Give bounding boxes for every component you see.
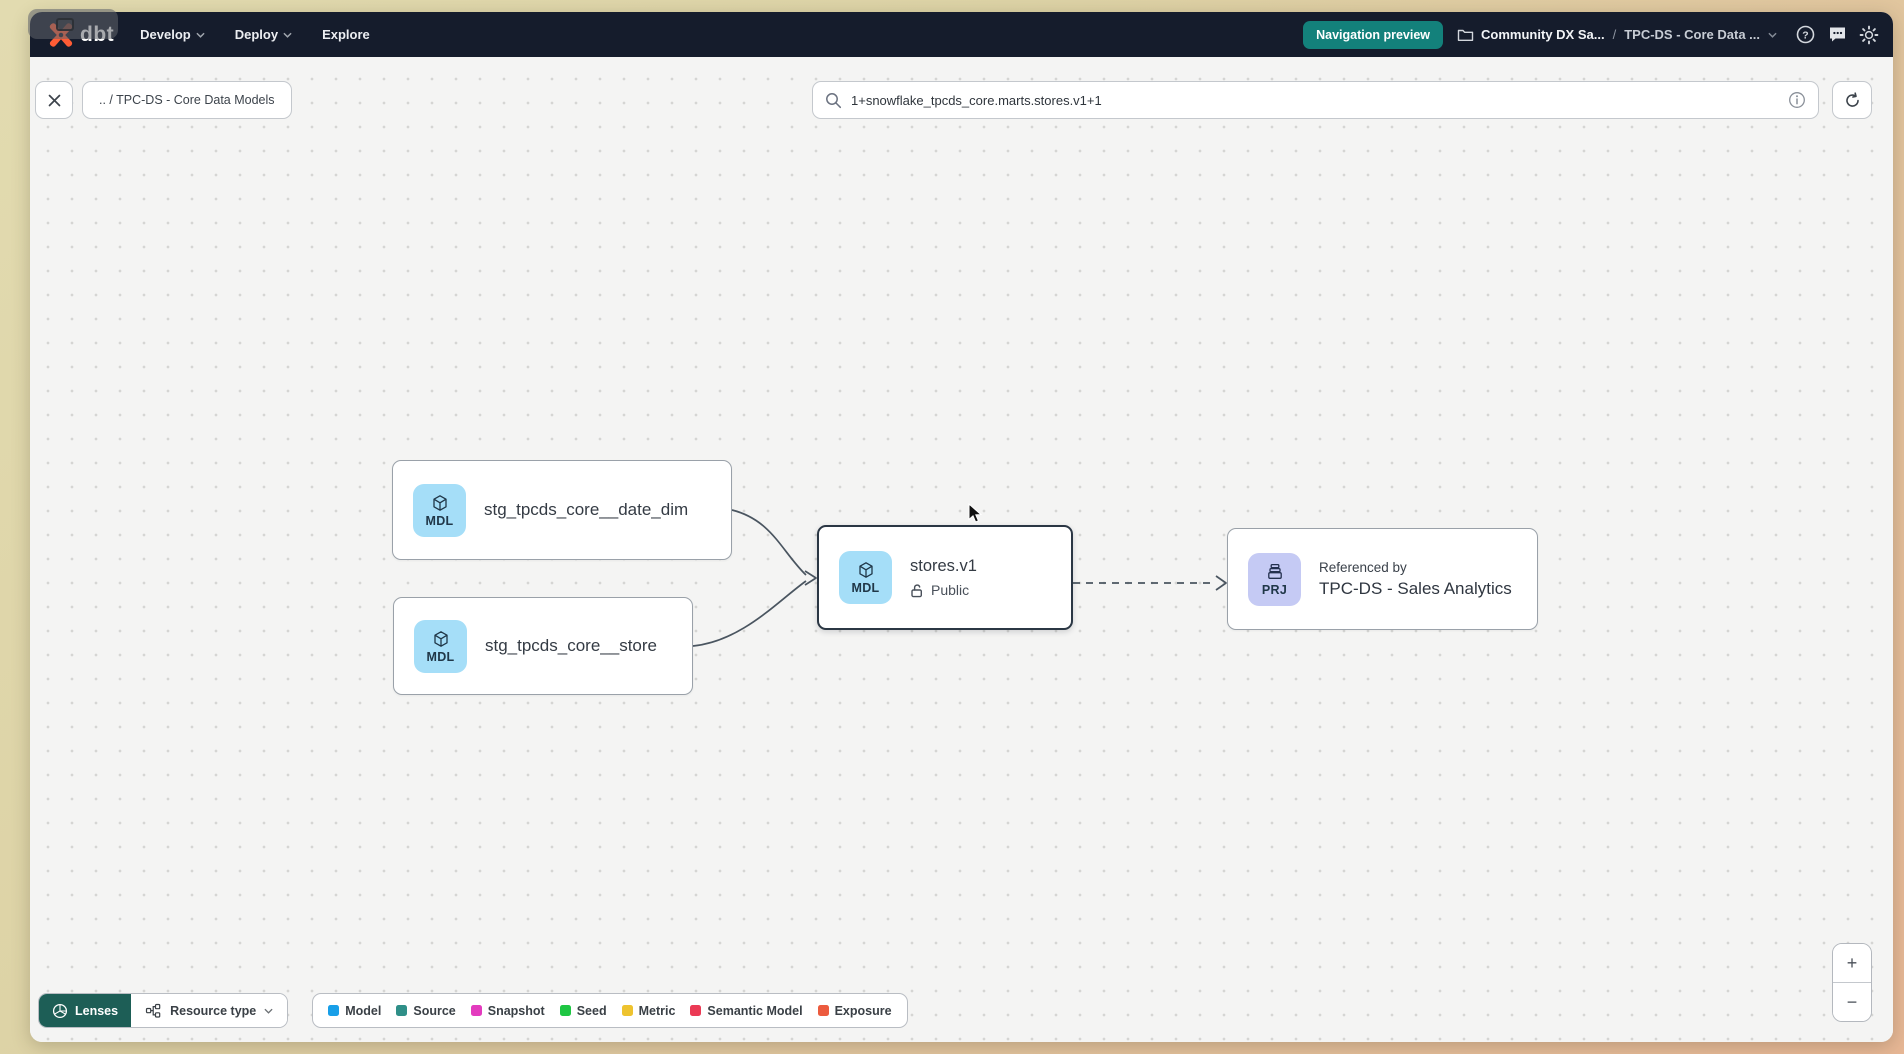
svg-text:?: ? — [1802, 29, 1808, 41]
project-badge: PRJ — [1248, 552, 1301, 606]
app-window: dbt Develop Deploy Explore Navigation pr… — [30, 12, 1893, 1042]
legend-item-source: Source — [396, 1004, 456, 1018]
resource-type-dropdown[interactable]: Resource type — [131, 994, 288, 1027]
legend-item-exposure: Exposure — [817, 1004, 892, 1018]
chevron-down-icon — [283, 32, 292, 38]
badge-label: MDL — [425, 513, 454, 528]
resource-graph-icon — [145, 1003, 161, 1018]
project-stack-icon — [1267, 563, 1282, 579]
navbar-right: Navigation preview Community DX Sa... / … — [1303, 20, 1879, 49]
zoom-out-button[interactable]: − — [1833, 983, 1871, 1021]
node-text: stores.v1 Public — [910, 557, 977, 598]
badge-label: MDL — [851, 581, 880, 595]
settings-gear-icon[interactable] — [1859, 25, 1879, 45]
referenced-by-label: Referenced by — [1319, 559, 1407, 575]
node-label: stg_tpcds_core__date_dim — [484, 500, 689, 519]
refresh-icon — [1845, 91, 1859, 107]
screen-icon — [56, 17, 74, 31]
legend-swatch — [328, 1005, 340, 1016]
menu-deploy[interactable]: Deploy — [235, 27, 292, 42]
chevron-down-icon — [264, 1008, 273, 1014]
node-label: TPC-DS - Sales Analytics — [1319, 578, 1512, 598]
canvas-controls: Lenses Resource type Model — [38, 993, 908, 1028]
screen-share-overlay — [28, 9, 118, 39]
model-badge: MDL — [839, 551, 892, 604]
model-badge: MDL — [414, 619, 467, 673]
main-menu: Develop Deploy Explore — [140, 27, 370, 42]
breadcrumb-project[interactable]: Community DX Sa... — [1457, 27, 1605, 42]
menu-explore[interactable]: Explore — [322, 27, 370, 42]
breadcrumb-section[interactable]: TPC-DS - Core Data ... — [1624, 27, 1760, 42]
breadcrumb-separator: / — [1612, 27, 1617, 42]
chevron-down-icon — [196, 32, 205, 38]
graph-toolbar: .. / TPC-DS - Core Data Models — [30, 81, 1893, 119]
badge-label: MDL — [426, 649, 455, 664]
lens-aperture-icon — [52, 1003, 68, 1018]
legend-swatch — [470, 1005, 482, 1016]
node-referenced-by-sales-analytics[interactable]: PRJ Referenced by TPC-DS - Sales Analyti… — [1227, 528, 1538, 630]
node-access: Public — [910, 582, 977, 598]
cube-icon — [858, 562, 873, 578]
info-icon[interactable] — [1788, 91, 1806, 109]
lineage-breadcrumb-chip[interactable]: .. / TPC-DS - Core Data Models — [82, 81, 292, 119]
legend-item-snapshot: Snapshot — [470, 1004, 545, 1018]
lenses-button[interactable]: Lenses — [39, 994, 132, 1027]
node-label: stores.v1 — [910, 557, 977, 575]
legend-item-semantic-model: Semantic Model — [690, 1004, 803, 1018]
close-icon — [48, 94, 60, 106]
node-label: stg_tpcds_core__store — [485, 636, 657, 655]
legend-item-metric: Metric — [621, 1004, 675, 1018]
lock-open-icon — [911, 583, 923, 597]
zoom-in-button[interactable]: + — [1833, 944, 1871, 983]
model-badge: MDL — [413, 483, 466, 537]
node-stores-v1[interactable]: MDL stores.v1 Public — [817, 525, 1073, 630]
folder-icon — [1457, 29, 1474, 41]
navigation-preview-badge[interactable]: Navigation preview — [1303, 20, 1444, 49]
top-navbar: dbt Develop Deploy Explore Navigation pr… — [30, 12, 1893, 57]
lineage-selector-input[interactable] — [851, 92, 1779, 108]
zoom-controls: + − — [1832, 943, 1872, 1022]
navbar-icons: ? — [1795, 25, 1879, 45]
lineage-search-bar — [812, 81, 1819, 119]
node-stg-tpcds-core-date-dim[interactable]: MDL stg_tpcds_core__date_dim — [392, 460, 732, 560]
node-stg-tpcds-core-store[interactable]: MDL stg_tpcds_core__store — [393, 597, 693, 695]
chevron-down-icon[interactable] — [1768, 32, 1777, 38]
node-text: Referenced by TPC-DS - Sales Analytics — [1319, 560, 1512, 599]
lenses-control: Lenses Resource type — [38, 993, 289, 1028]
menu-develop[interactable]: Develop — [140, 27, 205, 42]
legend-swatch — [621, 1005, 633, 1016]
legend-swatch — [559, 1005, 571, 1016]
cube-icon — [432, 494, 447, 511]
refresh-graph-button[interactable] — [1832, 81, 1872, 119]
breadcrumb: Community DX Sa... / TPC-DS - Core Data … — [1457, 27, 1777, 42]
close-lineage-button[interactable] — [35, 81, 73, 119]
legend-item-seed: Seed — [559, 1004, 607, 1018]
resource-type-legend: Model Source Snapshot Seed Metric Semant… — [312, 993, 908, 1028]
feedback-chat-icon[interactable] — [1827, 25, 1847, 45]
badge-label: PRJ — [1261, 582, 1288, 597]
legend-swatch — [396, 1005, 408, 1016]
legend-swatch — [690, 1005, 702, 1016]
help-icon[interactable]: ? — [1795, 25, 1815, 45]
search-icon — [826, 92, 842, 108]
cube-icon — [433, 630, 448, 647]
legend-item-model: Model — [328, 1004, 381, 1018]
legend-swatch — [817, 1005, 829, 1016]
